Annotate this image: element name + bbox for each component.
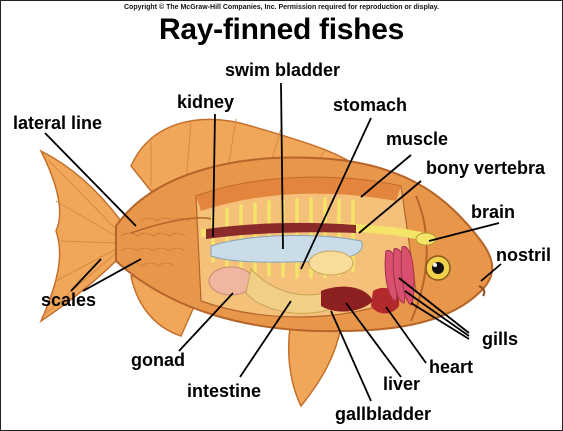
label-heart: heart bbox=[429, 358, 473, 376]
label-swim-bladder: swim bladder bbox=[225, 61, 340, 79]
label-liver: liver bbox=[383, 375, 420, 393]
pelvic-fin bbox=[289, 321, 341, 406]
label-intestine: intestine bbox=[187, 382, 261, 400]
label-gonad: gonad bbox=[131, 351, 185, 369]
label-stomach: stomach bbox=[333, 96, 407, 114]
label-gallbladder: gallbladder bbox=[335, 405, 431, 423]
label-nostril: nostril bbox=[496, 246, 551, 264]
label-bony-vertebra: bony vertebra bbox=[426, 159, 545, 177]
label-lateral-line: lateral line bbox=[13, 114, 102, 132]
label-gills: gills bbox=[482, 330, 518, 348]
label-muscle: muscle bbox=[386, 130, 448, 148]
stomach-organ bbox=[309, 251, 353, 275]
brain-organ bbox=[416, 233, 436, 245]
label-scales: scales bbox=[41, 291, 96, 309]
label-brain: brain bbox=[471, 203, 515, 221]
label-kidney: kidney bbox=[177, 93, 234, 111]
